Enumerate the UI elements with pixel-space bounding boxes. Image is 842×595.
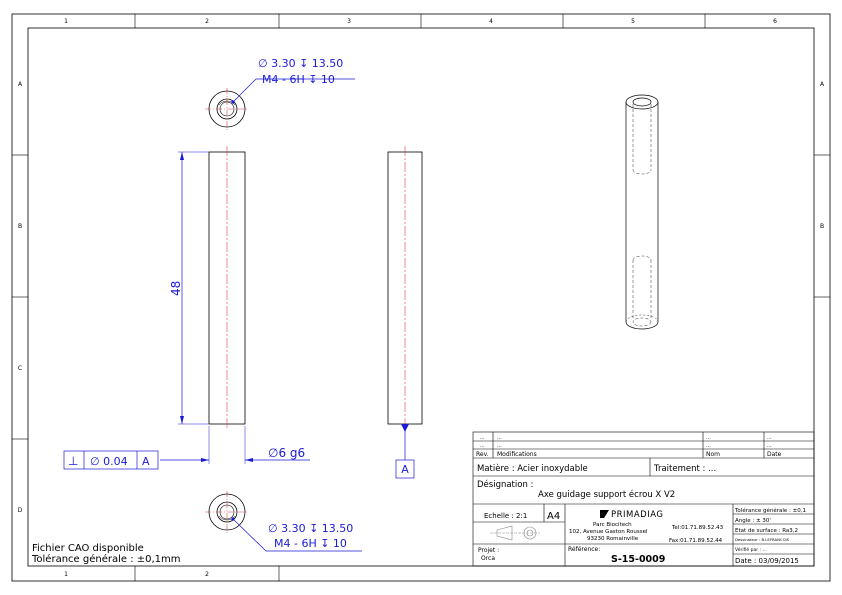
surface-finish: Etat de surface : Ra3,2	[735, 528, 798, 534]
zone-row-a: A	[18, 81, 23, 88]
rev-row1-rev: ...	[480, 435, 485, 441]
zone-row-c: C	[18, 365, 22, 372]
datum-label: A	[401, 463, 409, 476]
rev-row1-mod: ...	[497, 435, 502, 441]
top-hole-callout-line2: M4 - 6H ↧ 10	[262, 73, 335, 86]
length-dimension: 48	[169, 151, 209, 425]
address-line2: 102, Avenue Gaston Roussel	[569, 529, 648, 535]
zone-col-4: 4	[489, 18, 493, 25]
angle-tolerance: Angle : ± 30'	[735, 518, 771, 524]
bottom-end-view	[205, 491, 249, 533]
company-logo: PRIMADIAG	[611, 510, 664, 520]
zone-col-6: 6	[773, 18, 777, 25]
paper-format: A4	[547, 511, 560, 522]
zone-col-2: 2	[205, 18, 209, 25]
drafter: Dessinateur : B.LEFRANCOIS	[735, 537, 790, 542]
bottom-hole-callout-line1: ∅ 3.30 ↧ 13.50	[268, 522, 353, 535]
rev-row2-nom: ...	[706, 443, 711, 449]
rev-row1-date: ...	[767, 435, 772, 441]
general-tolerance: Tolérance générale : ±0,1	[734, 507, 806, 514]
title-block-text: ... ... ... ... ... ... ... ... Rev. Mod…	[476, 435, 806, 565]
reference-number: S-15-0009	[611, 554, 665, 565]
scale: Echelle : 2:1	[484, 512, 527, 520]
sheet-frame	[11, 13, 831, 582]
projection-symbol-icon	[490, 525, 540, 541]
designation: Axe guidage support écrou X V2	[538, 489, 675, 500]
fax: Fax:01.71.89.52.44	[669, 538, 723, 544]
project-name: Orca	[481, 555, 495, 562]
bottom-callout: ∅ 3.30 ↧ 13.50 M4 - 6H ↧ 10	[231, 517, 362, 552]
bottom-hole-callout-line2: M4 - 6H ↧ 10	[274, 537, 347, 550]
gdt-frame: ⊥ ∅ 0.04 A	[63, 450, 159, 470]
zone-row-b: B	[18, 223, 22, 230]
front-view	[208, 146, 246, 430]
zone-col-1: 1	[64, 18, 68, 25]
traitement: Traitement : ...	[653, 464, 716, 474]
length-dimension-value: 48	[169, 281, 183, 296]
modifications-header: Modifications	[497, 451, 537, 458]
title-block	[472, 431, 815, 567]
zone-row-b-right: B	[820, 223, 824, 230]
rev-header: Rev.	[476, 451, 489, 458]
rev-row1-nom: ...	[706, 435, 711, 441]
rev-row2-rev: ...	[480, 443, 485, 449]
project-label: Projet :	[478, 547, 499, 554]
zone-row-a-right: A	[820, 81, 825, 88]
gdt-symbol: ⊥	[68, 454, 78, 468]
address-line3: 93230 Romainville	[587, 536, 639, 542]
tolerance-note: Tolérance générale : ±0,1mm	[31, 553, 181, 565]
zone-ticks	[12, 14, 830, 581]
cad-note: Fichier CAO disponible	[32, 543, 144, 554]
zone-col-1-bottom: 1	[64, 571, 68, 578]
isometric-view	[625, 94, 659, 330]
zone-labels: 1 2 3 4 5 6 1 2 A B C D A B	[18, 18, 825, 578]
top-end-view	[205, 88, 249, 130]
checked-by: Vérifié par : ...	[735, 546, 767, 553]
reference-label: Référence:	[568, 546, 600, 553]
top-hole-callout-line1: ∅ 3.30 ↧ 13.50	[258, 57, 343, 70]
nom-header: Nom	[706, 451, 720, 458]
drawing-date: Date : 03/09/2015	[735, 557, 799, 565]
rev-row2-mod: ...	[497, 443, 502, 449]
diameter-dimension: ∅6 g6	[160, 426, 310, 464]
zone-col-2-bottom: 2	[205, 571, 209, 578]
top-callout: ∅ 3.30 ↧ 13.50 M4 - 6H ↧ 10	[231, 57, 355, 104]
zone-col-5: 5	[631, 18, 635, 25]
rev-row2-date: ...	[767, 443, 772, 449]
diameter-dimension-value: ∅6 g6	[268, 446, 305, 460]
telephone: Tel:01.71.89.52.43	[671, 525, 724, 531]
zone-col-3: 3	[347, 18, 351, 25]
company-logo-icon	[600, 510, 609, 518]
date-header: Date	[767, 451, 782, 458]
gdt-datum: A	[142, 455, 150, 468]
gdt-tolerance: ∅ 0.04	[90, 455, 128, 468]
zone-row-d: D	[18, 507, 23, 514]
side-view: A	[387, 146, 423, 479]
matiere: Matière : Acier inoxydable	[477, 463, 588, 474]
address-line1: Parc Biocitech	[593, 522, 632, 528]
designation-label: Désignation :	[477, 479, 533, 490]
